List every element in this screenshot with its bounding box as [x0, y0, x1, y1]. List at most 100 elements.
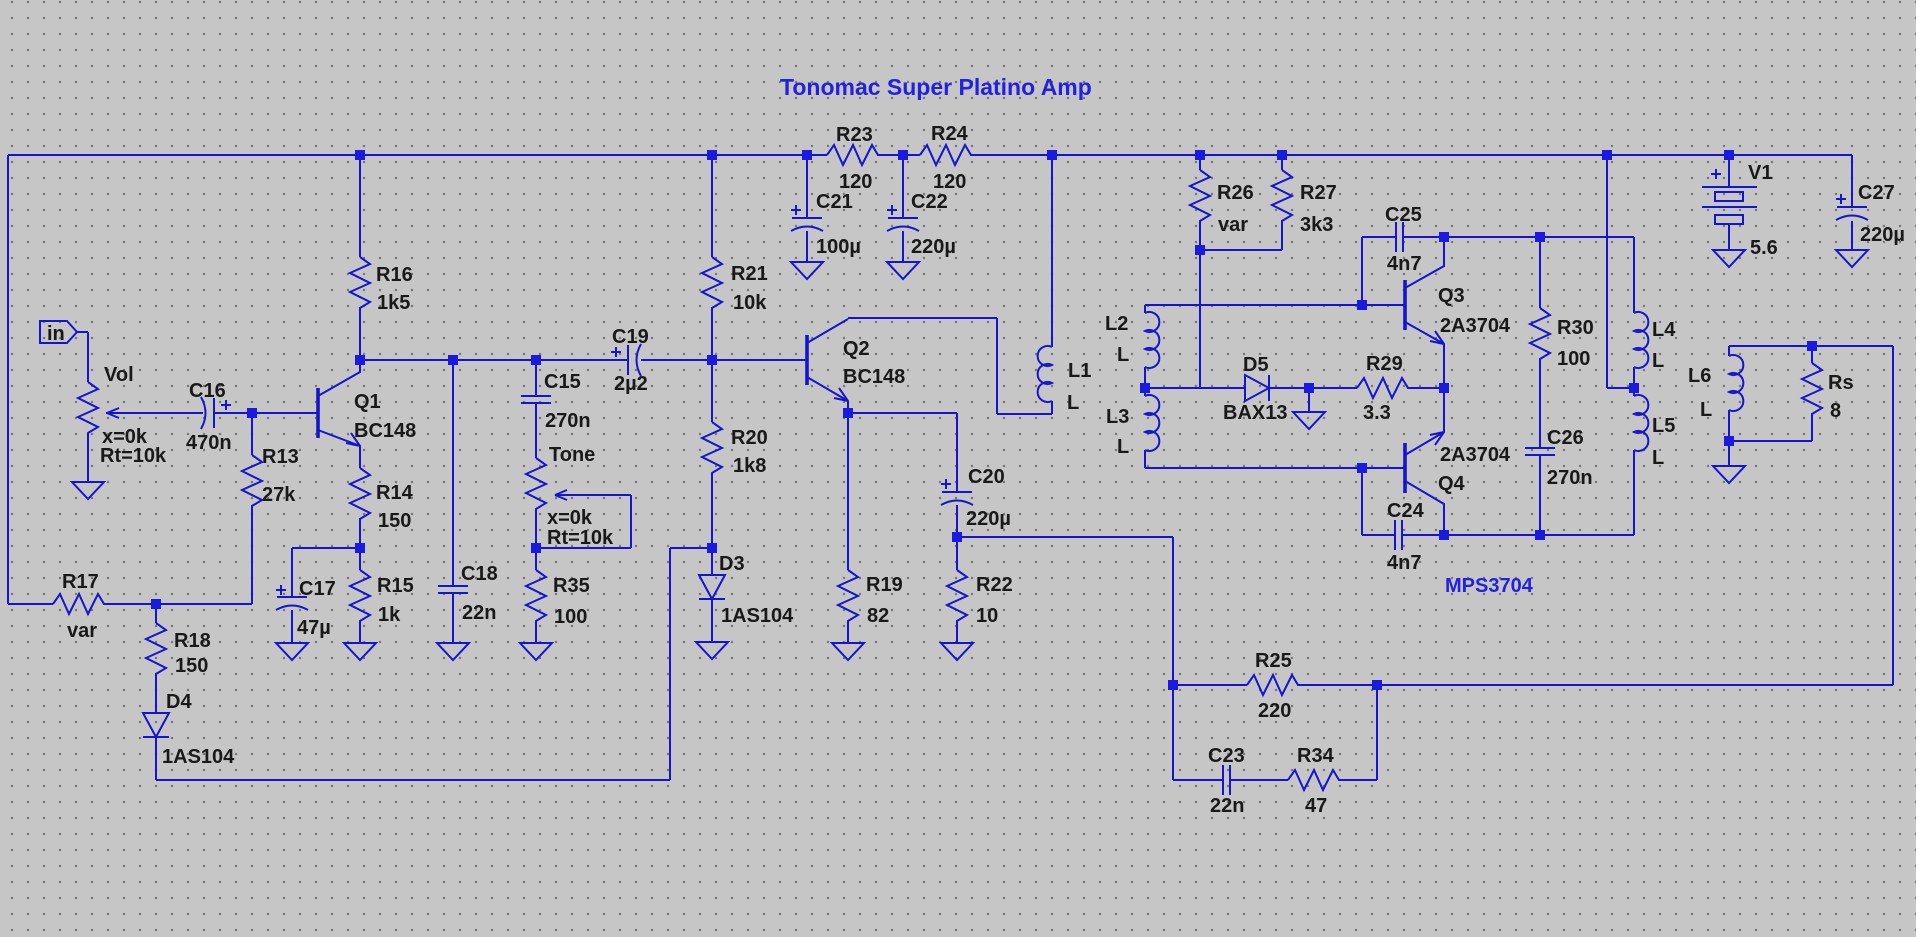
- label-r25-value: 220: [1258, 700, 1291, 722]
- diode-d3[interactable]: [698, 574, 726, 600]
- port-in-label[interactable]: in: [47, 323, 65, 345]
- ind-l1[interactable]: [1036, 345, 1053, 403]
- label-l5-name: L5: [1652, 415, 1675, 437]
- diode-d4[interactable]: [142, 712, 170, 738]
- ind-l4[interactable]: [1633, 311, 1650, 369]
- label-c15-name: C15: [544, 371, 581, 393]
- label-d5-name: D5: [1243, 354, 1269, 376]
- ind-l3[interactable]: [1144, 394, 1161, 452]
- label-r22-value: 10: [976, 605, 998, 627]
- res-r18[interactable]: [145, 622, 167, 678]
- label-r26-value: var: [1218, 214, 1248, 236]
- label-c24-name: C24: [1387, 500, 1425, 522]
- res-r22[interactable]: [946, 569, 968, 625]
- label-c22-name: C22: [911, 191, 948, 213]
- ground-icon: [71, 481, 105, 500]
- label-q4-name: Q4: [1438, 473, 1466, 495]
- label-q3-name: Q3: [1438, 285, 1465, 307]
- res-r13[interactable]: [241, 454, 263, 510]
- label-r24-name: R24: [931, 123, 969, 145]
- label-c17-value: 47µ: [297, 617, 331, 639]
- label-tone-name: Tone: [549, 444, 595, 466]
- label-d5-value: BAX13: [1223, 402, 1287, 424]
- label-v1-name: V1: [1748, 162, 1772, 184]
- res-r19[interactable]: [837, 569, 859, 625]
- res-r25[interactable]: [1246, 674, 1302, 696]
- res-r29[interactable]: [1356, 377, 1412, 399]
- res-r26[interactable]: [1189, 169, 1211, 225]
- ind-l2[interactable]: [1144, 311, 1161, 369]
- label-c18-value: 22n: [462, 602, 496, 624]
- label-r18-name: R18: [174, 630, 211, 652]
- res-rs[interactable]: [1801, 362, 1823, 418]
- res-r15[interactable]: [349, 569, 371, 625]
- cap-c15[interactable]: [520, 395, 552, 404]
- ind-l5[interactable]: [1633, 394, 1650, 452]
- label-r27-value: 3k3: [1300, 214, 1333, 236]
- label-c27-value: 220µ: [1860, 224, 1905, 246]
- res-r20[interactable]: [701, 421, 723, 477]
- pot-tone[interactable]: [525, 457, 631, 513]
- ground-icon: [343, 642, 377, 661]
- diode-d5[interactable]: [1244, 374, 1270, 402]
- label-r30-value: 100: [1557, 348, 1590, 370]
- res-r16[interactable]: [349, 256, 371, 312]
- label-l1-value: L: [1067, 392, 1079, 414]
- label-l3-name: L3: [1106, 406, 1129, 428]
- label-vol-x: x=0k: [102, 426, 148, 448]
- cap-c26[interactable]: [1524, 447, 1556, 456]
- transistor-q2[interactable]: [805, 318, 849, 413]
- label-r20-name: R20: [731, 427, 768, 449]
- cap-c25[interactable]: [1395, 221, 1404, 253]
- ground-icon: [831, 642, 865, 661]
- label-l4-name: L4: [1652, 319, 1676, 341]
- ground-icon: [1835, 249, 1869, 268]
- label-r35-name: R35: [553, 575, 590, 597]
- label-c19-name: C19: [612, 326, 649, 348]
- transistor-q4[interactable]: [1403, 388, 1445, 535]
- res-r34[interactable]: [1287, 769, 1343, 791]
- cap-c24[interactable]: [1394, 519, 1403, 551]
- res-r14[interactable]: [349, 467, 371, 523]
- res-r23[interactable]: [826, 144, 882, 166]
- label-vol-rt: Rt=10k: [100, 445, 167, 467]
- label-l2-name: L2: [1105, 313, 1128, 335]
- res-r35[interactable]: [525, 569, 547, 625]
- label-l6-name: L6: [1688, 365, 1711, 387]
- cap-c18[interactable]: [437, 585, 469, 594]
- label-c15-value: 270n: [545, 410, 591, 432]
- label-r34-value: 47: [1305, 795, 1327, 817]
- res-r30[interactable]: [1529, 307, 1551, 363]
- label-r34-name: R34: [1297, 745, 1335, 767]
- transistor-q3[interactable]: [1403, 237, 1445, 388]
- label-r17-name: R17: [62, 571, 99, 593]
- label-r14-name: R14: [376, 482, 414, 504]
- label-c20-value: 220µ: [966, 508, 1011, 530]
- label-r21-value: 10k: [733, 292, 767, 314]
- ground-icon: [1712, 249, 1746, 268]
- ground-icon: [695, 641, 729, 660]
- label-r17-value: var: [67, 620, 97, 642]
- label-r35-value: 100: [554, 606, 587, 628]
- res-r24[interactable]: [919, 144, 975, 166]
- res-r17[interactable]: [52, 593, 108, 615]
- res-r27[interactable]: [1271, 169, 1293, 225]
- ground-icon: [275, 642, 309, 661]
- label-c26-name: C26: [1547, 427, 1584, 449]
- label-r24-value: 120: [933, 171, 966, 193]
- label-r30-name: R30: [1557, 317, 1594, 339]
- cap-c23[interactable]: [1222, 764, 1231, 796]
- label-d4-name: D4: [166, 691, 192, 713]
- ind-l6[interactable]: [1728, 354, 1745, 412]
- pot-vol[interactable]: [77, 381, 203, 437]
- label-d4-value: 1AS104: [162, 746, 235, 768]
- transistor-q1[interactable]: [316, 360, 361, 468]
- port-in[interactable]: [39, 320, 79, 344]
- res-r21[interactable]: [701, 256, 723, 312]
- label-c21-name: C21: [816, 191, 853, 213]
- battery-v1[interactable]: [1702, 168, 1757, 225]
- label-c16-name: C16: [189, 380, 226, 402]
- label-c24-value: 4n7: [1387, 552, 1421, 574]
- label-l5-value: L: [1652, 447, 1664, 469]
